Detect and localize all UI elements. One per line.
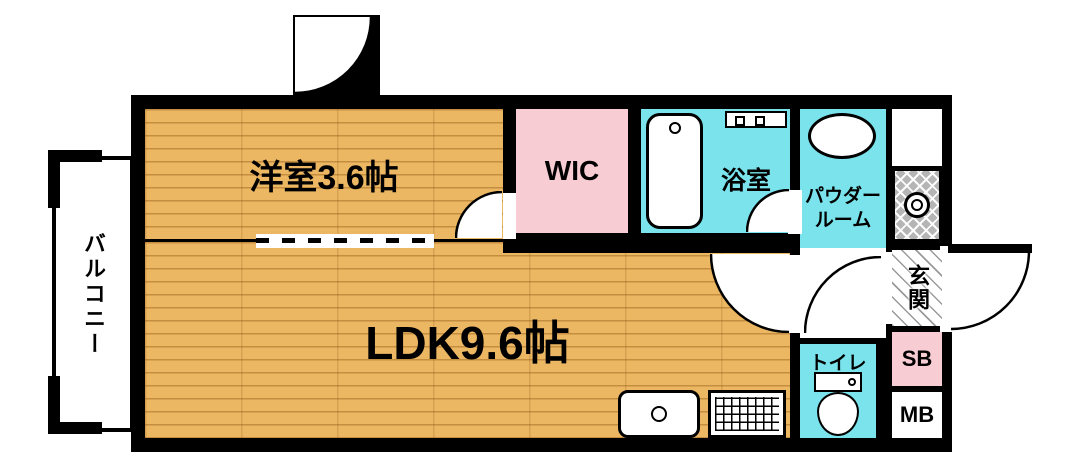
room-ldk: LDK9.6帖: [145, 242, 790, 438]
western-room-label: 洋室3.6帖: [249, 158, 399, 197]
door-swing-icon: [294, 16, 373, 95]
sink-faucet-icon: [651, 406, 667, 422]
room-toilet: トイレ: [800, 344, 876, 438]
shoe-box: SB: [892, 332, 942, 386]
top-door-unit: [293, 15, 380, 95]
balcony-corner-mark: [48, 376, 60, 434]
powder-room-label-line2: ルーム: [814, 209, 872, 231]
kitchen-sink-icon: [618, 390, 700, 438]
balcony: バルコニー: [52, 156, 134, 432]
shoe-box-label: SB: [901, 346, 933, 371]
room-western: 洋室3.6帖: [145, 109, 503, 239]
room-entrance: 玄関: [892, 250, 942, 326]
balcony-corner-mark: [48, 422, 102, 434]
room-powder: パウダー ルーム: [800, 109, 886, 248]
stove-grate-icon: [715, 397, 779, 431]
toilet-tank-icon: [814, 372, 862, 392]
entrance-label: 玄関: [905, 264, 930, 312]
toilet-icon: [800, 344, 876, 438]
door-opening: [886, 252, 894, 324]
door-swing-icon: [455, 191, 503, 239]
meter-box-label: MB: [899, 402, 935, 427]
entrance-door-leaf: [948, 244, 1032, 253]
meter-box: MB: [892, 392, 942, 438]
balcony-corner-mark: [48, 150, 60, 208]
sliding-door-dashes: [256, 238, 434, 243]
entrance-door-swing-icon: [950, 250, 1031, 331]
door-swing-icon: [710, 253, 790, 333]
ldk-label: LDK9.6帖: [365, 317, 570, 369]
room-bathroom: 浴室: [641, 109, 790, 233]
drain-circle-icon: [904, 192, 930, 218]
door-opening: [788, 255, 802, 333]
powder-room-label-line1: パウダー: [804, 186, 881, 207]
room-wic: WIC: [516, 109, 628, 233]
door-swing-icon: [746, 189, 790, 233]
stove-icon: [708, 390, 786, 438]
interior-wall: [503, 233, 790, 253]
bath-counter-icon: [725, 111, 787, 128]
bathtub-icon: [646, 113, 703, 229]
nook-area: [892, 109, 942, 166]
wic-label: WIC: [544, 155, 600, 186]
washbasin-icon: [808, 113, 876, 159]
powder-room-label: パウダー ルーム: [800, 185, 886, 233]
toilet-bowl-icon: [817, 392, 859, 436]
toilet-label: トイレ: [809, 353, 867, 374]
bath-faucet-icon: [668, 122, 681, 134]
sliding-door-icon: [256, 234, 434, 248]
flush-button-icon: [848, 378, 856, 386]
door-opening: [788, 190, 802, 234]
washer-pan-icon: [892, 168, 942, 242]
door-opening: [940, 246, 954, 332]
door-opening: [503, 193, 516, 239]
balcony-label: バルコニー: [81, 231, 106, 357]
balcony-corner-mark: [48, 150, 102, 162]
bathroom-label: 浴室: [720, 167, 771, 195]
door-swing-icon: [804, 256, 882, 334]
